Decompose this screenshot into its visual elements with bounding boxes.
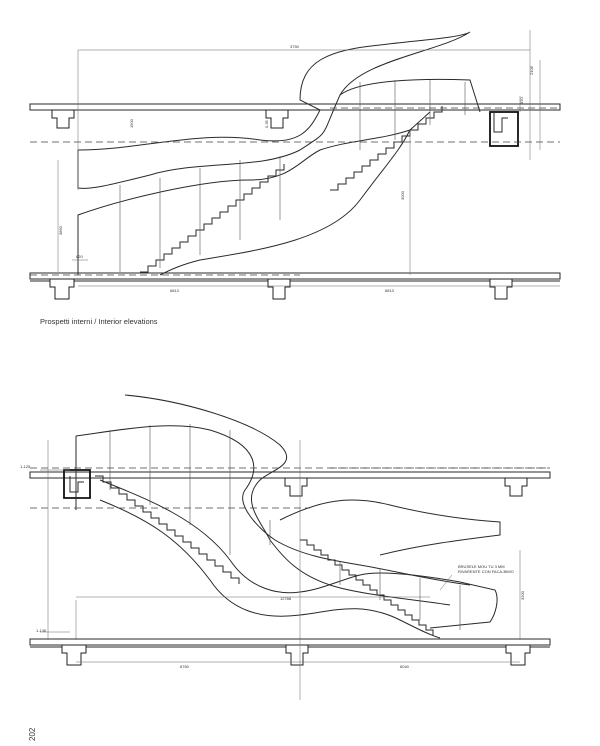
top-dim-label-6: 3860: [58, 225, 63, 235]
top-hangers: [119, 80, 466, 272]
top-dim-label-3: 920: [519, 97, 524, 104]
page-number: 202: [28, 727, 37, 741]
top-upper-ribbon: [77, 31, 471, 189]
bottom-mid-ribbon: [99, 479, 498, 629]
top-elevation: 3750 2106 920 1500 3000 3860 620 0.35 68…: [29, 30, 561, 300]
bottom-dim-label-6: 6040: [400, 664, 410, 669]
top-dim-label-5: 3000: [400, 190, 405, 200]
top-dim-label-10: 6813: [385, 288, 395, 293]
top-landing-box: [489, 111, 519, 147]
top-landing-detail: [493, 112, 508, 133]
top-ribbon-top-edge: [339, 78, 481, 113]
bottom-dim-label-5: 8760: [180, 664, 190, 669]
bottom-dim-label-2: 1-136: [36, 628, 47, 633]
bottom-note-leader: [439, 574, 453, 591]
top-dim-label-4: 1500: [129, 118, 134, 128]
top-pier-5: [489, 278, 513, 300]
bottom-note-label-2: RIVARENTE CON FACA-BIMO: [458, 569, 514, 574]
bottom-dim-label-3: 12788: [280, 596, 292, 601]
bottom-pier-4: [285, 644, 309, 666]
bottom-upper-slab: [29, 471, 551, 479]
top-stair-flight-lower: [140, 164, 285, 273]
bottom-dim-label-4: 3200: [520, 590, 525, 600]
bottom-right-ribbon: [279, 499, 501, 556]
bottom-lower-ribbon: [99, 499, 441, 639]
bottom-pier-2: [504, 477, 528, 497]
top-pier-1: [51, 109, 75, 129]
top-pier-2: [265, 109, 289, 129]
bottom-elevation: 1-125 1-136 12788 3200 8760 6040 BRUSELE…: [20, 394, 551, 700]
bottom-pier-3: [61, 644, 87, 666]
bottom-dimensions: [40, 440, 521, 700]
top-dim-label-9: 6813: [170, 288, 180, 293]
top-pier-3: [49, 278, 75, 300]
top-dim-label-2: 2106: [529, 65, 534, 75]
top-dimensions: [57, 30, 560, 287]
bottom-dim-label-1: 1-125: [20, 464, 31, 469]
bottom-pier-1: [284, 477, 308, 497]
bottom-hangers: [109, 424, 461, 630]
top-dim-label-8: 0.35: [264, 119, 269, 128]
top-dim-label-1: 3750: [290, 44, 300, 49]
bottom-note-label: BRUSELE MOU TU 3 MM: [458, 564, 505, 569]
bottom-upper-ribbon-a: [124, 394, 451, 606]
bottom-upper-ribbon-b: [75, 425, 471, 586]
bottom-stair-flight-lower: [300, 539, 434, 635]
top-pier-4: [267, 278, 291, 300]
top-floor-slab: [29, 272, 561, 280]
bottom-stair-flight-upper: [95, 475, 240, 584]
top-upper-slab: [29, 103, 561, 111]
bottom-floor-slab: [29, 638, 551, 646]
top-stair-flight-upper: [330, 106, 443, 191]
bottom-pier-5: [505, 644, 531, 666]
top-lower-ribbon: [77, 111, 431, 276]
bottom-landing-box: [63, 469, 91, 499]
top-dim-label-7: 620: [76, 254, 83, 259]
drawing-caption: Prospetti interni / Interior elevations: [40, 317, 158, 326]
bottom-landing-detail: [69, 476, 84, 493]
